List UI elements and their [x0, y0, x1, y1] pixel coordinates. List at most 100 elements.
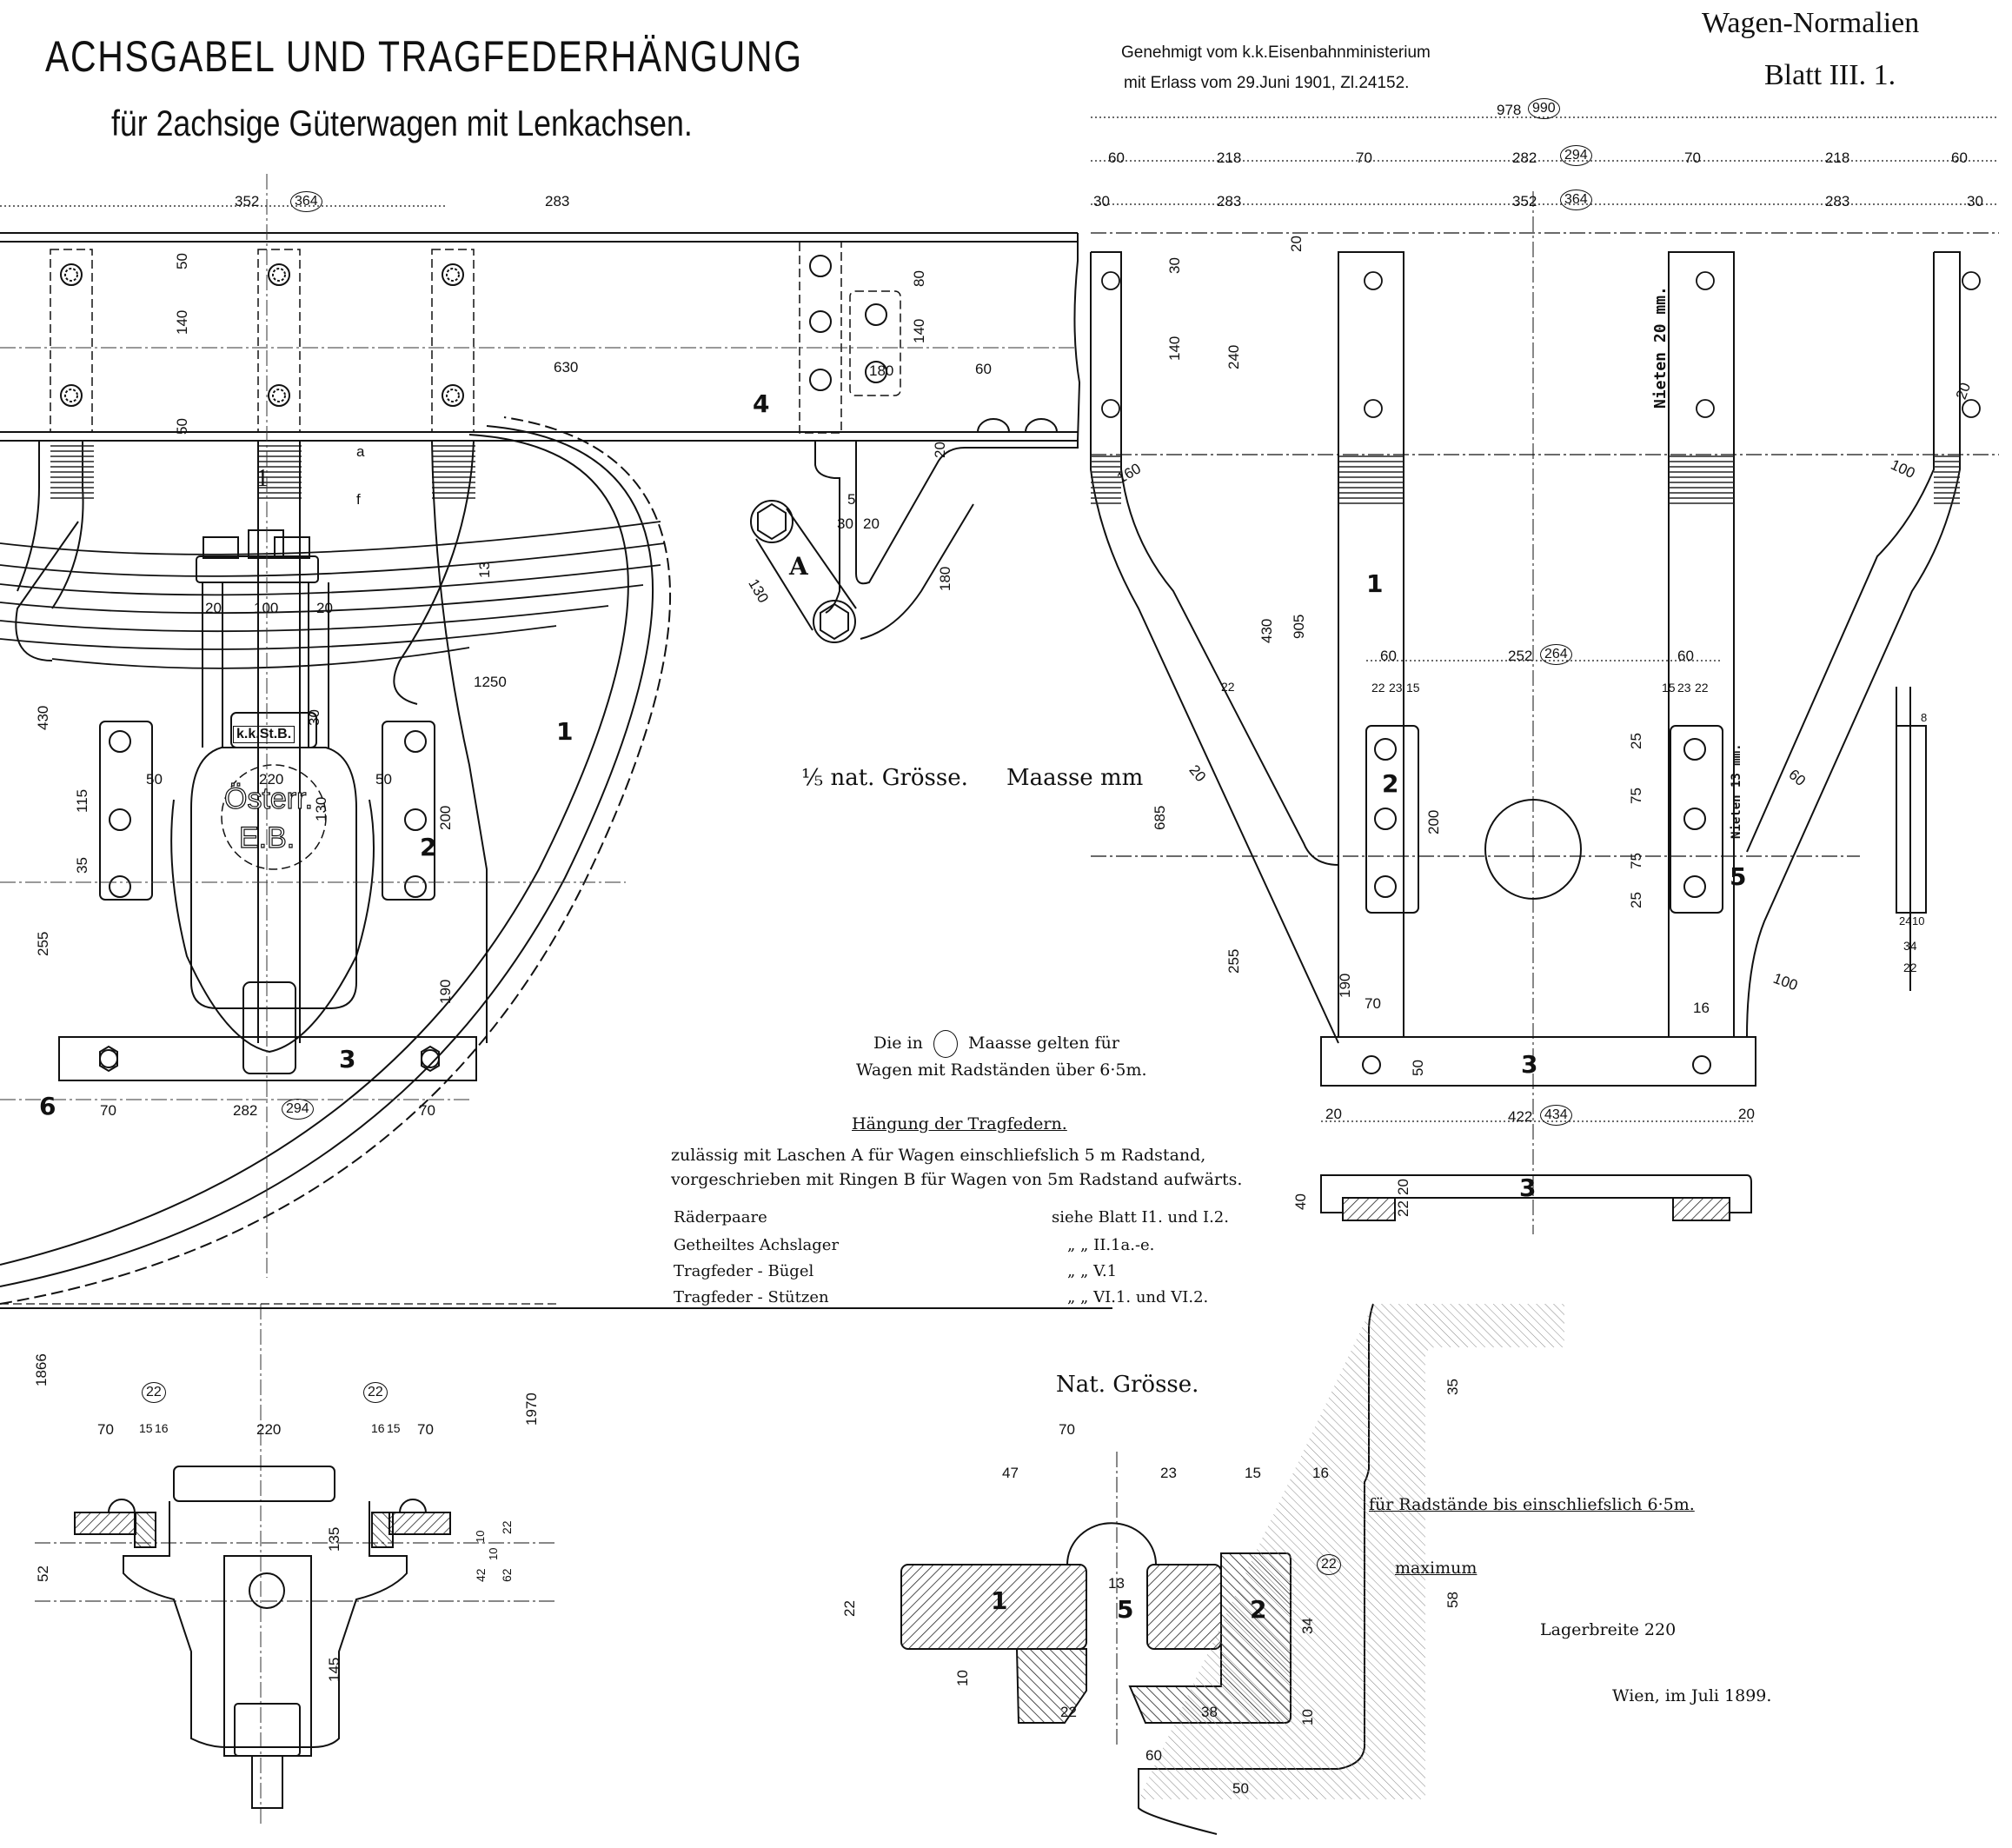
front-dim: 70 — [1365, 995, 1381, 1012]
side-dim: 80 — [911, 270, 927, 287]
rivet-note-13mm: Nieten 13 mm. — [1730, 743, 1743, 839]
part-label-4: 4 — [753, 389, 770, 418]
series-label: Wagen-Normalien — [1702, 7, 1920, 39]
front-dim: 978 — [1497, 102, 1522, 118]
side-dim: 20 — [205, 600, 222, 616]
side-dim: 190 — [437, 979, 454, 1004]
suspension-heading: Hängung der Tragfedern. — [852, 1114, 1067, 1133]
front-dim: 60 — [1677, 648, 1694, 664]
front-dim: 685 — [1152, 805, 1168, 830]
section-dim: 42 — [474, 1568, 488, 1582]
side-dim: 50 — [146, 771, 163, 788]
detail-dim: 22 — [1060, 1704, 1077, 1720]
front-dim: 70 — [1356, 150, 1372, 166]
side-dim: 200 — [437, 805, 454, 830]
side-dim: 30 — [306, 709, 322, 726]
circled-note-prefix: Die in — [873, 1034, 923, 1053]
part-label-6: 6 — [39, 1092, 56, 1120]
detail-dim: 13 — [1108, 1575, 1125, 1592]
stamp-osterr: Österr. — [223, 781, 314, 815]
detail-drawing — [900, 1303, 1564, 1835]
front-dim: 283 — [1217, 193, 1242, 209]
side-dim: 130 — [313, 796, 329, 821]
side-dim: 35 — [74, 857, 90, 874]
detail-dim: 38 — [1201, 1704, 1218, 1720]
side-dim: 60 — [975, 361, 992, 377]
front-dim: 218 — [1825, 150, 1850, 166]
front-circled-dim: 264 — [1540, 644, 1572, 665]
detail-note-radstand: für Radstände bis einschliefslich 6·5m. — [1369, 1495, 1695, 1514]
section-dim: 10 — [487, 1547, 500, 1560]
front-view-drawing — [1090, 116, 1999, 1234]
circled-note-line2: Wagen mit Radständen über 6·5m. — [856, 1060, 1147, 1080]
front-dim: 30 — [1166, 257, 1183, 274]
side-dim: 20 — [316, 600, 333, 616]
side-dim: 100 — [254, 600, 279, 616]
part-label-5: 5 — [1117, 1595, 1134, 1624]
front-circled-dim: 294 — [1560, 145, 1592, 166]
front-dim: 20 — [1738, 1106, 1755, 1122]
bearing-width-label: Lagerbreite 220 — [1540, 1620, 1677, 1639]
front-dim: 200 — [1425, 809, 1442, 834]
side-view-drawing — [0, 174, 1081, 1825]
section-dim: 16 — [371, 1421, 385, 1435]
section-view-drawing — [0, 1303, 1112, 1809]
front-dim: 430 — [1258, 618, 1275, 643]
detail-dim: 15 — [1245, 1465, 1261, 1481]
detail-dim: 22 — [841, 1600, 858, 1617]
front-dim: 34 — [1903, 939, 1917, 953]
side-dim: 140 — [911, 318, 927, 343]
side-dim: 13 — [476, 562, 493, 578]
stamp-kk-stb: k.k.St.B. — [233, 726, 295, 743]
front-dim: 10 — [1912, 914, 1925, 927]
front-dim: 30 — [1093, 193, 1110, 209]
side-dim: 180 — [869, 362, 894, 379]
side-dim: 255 — [35, 931, 51, 956]
part-label-1: 1 — [556, 717, 574, 746]
front-dim: 252 — [1508, 648, 1533, 664]
side-dim: a — [356, 443, 365, 460]
front-dim: 22 — [1395, 1200, 1411, 1217]
side-dim: 20 — [932, 442, 948, 458]
drawing-title: ACHSGABEL UND TRAGFEDERHÄNGUNG — [45, 32, 803, 81]
side-dim: 220 — [259, 771, 284, 788]
front-dim: 218 — [1217, 150, 1242, 166]
detail-dim: 10 — [1299, 1709, 1316, 1725]
suspension-line-1: zulässig mit Laschen A für Wagen einschl… — [671, 1146, 1206, 1165]
section-circled-dim: 22 — [142, 1382, 166, 1403]
suspension-line-2: vorgeschrieben mit Ringen B für Wagen vo… — [671, 1170, 1243, 1189]
circled-note-line1: Die in Maasse gelten für — [873, 1030, 1119, 1058]
front-dim: 905 — [1291, 614, 1307, 639]
side-dim: 1250 — [474, 674, 507, 690]
part-label-2: 2 — [1382, 769, 1399, 798]
front-circled-dim: 434 — [1540, 1105, 1572, 1126]
front-dim: 283 — [1825, 193, 1850, 209]
reference-sheet: „ „ II.1a.-e. — [1067, 1236, 1155, 1254]
detail-scale-label: Nat. Grösse. — [1056, 1372, 1199, 1398]
part-label-5: 5 — [1730, 862, 1747, 891]
side-dim: 70 — [100, 1102, 116, 1119]
drawing-subtitle: für 2achsige Güterwagen mit Lenkachsen. — [111, 103, 693, 143]
side-dim: 180 — [937, 566, 953, 591]
side-dim: 430 — [35, 705, 51, 730]
part-label-1: 1 — [256, 465, 269, 492]
side-dim: 50 — [174, 253, 190, 269]
side-circled-dim: 294 — [282, 1099, 314, 1120]
section-dim: 16 — [155, 1421, 169, 1435]
reference-item: Tragfeder - Bügel — [674, 1262, 814, 1280]
side-dim: 50 — [174, 418, 190, 435]
reference-sheet: „ „ V.1 — [1067, 1262, 1118, 1280]
section-dim: 70 — [417, 1421, 434, 1438]
section-dim: 62 — [500, 1568, 514, 1582]
side-dim: 282 — [233, 1102, 258, 1119]
part-label-1: 1 — [991, 1586, 1008, 1615]
front-dim: 282 — [1512, 150, 1537, 166]
detail-dim: 70 — [1059, 1421, 1075, 1438]
detail-dim: 35 — [1444, 1379, 1461, 1395]
front-dim: 24 — [1899, 914, 1912, 927]
approval-line-1: Genehmigt vom k.k.Eisenbahnministerium — [1121, 43, 1431, 62]
part-label-3: 3 — [339, 1045, 356, 1074]
front-dim: 8 — [1921, 711, 1928, 724]
front-dim: 16 — [1693, 1000, 1710, 1016]
section-dim: 52 — [35, 1565, 51, 1582]
